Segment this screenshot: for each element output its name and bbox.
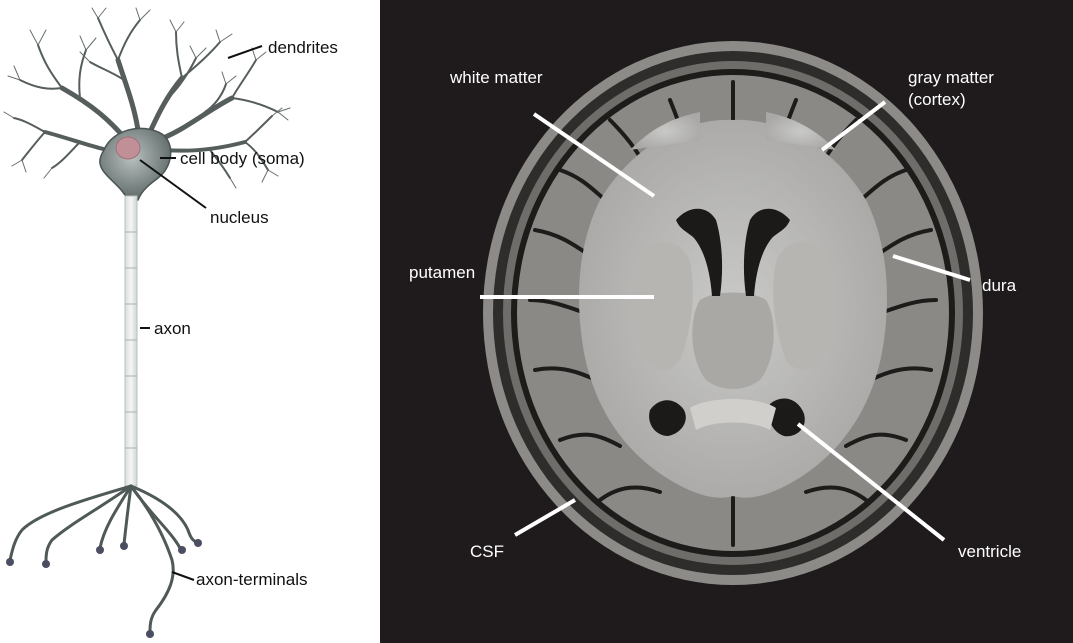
nucleus-shape <box>116 137 140 159</box>
label-dura: dura <box>982 276 1016 296</box>
terminal-buttons <box>6 539 202 638</box>
neuron-illustration <box>4 8 290 638</box>
axon-shape <box>125 196 137 486</box>
label-axon-terminals: axon-terminals <box>196 570 308 590</box>
label-nucleus: nucleus <box>210 208 269 228</box>
label-csf: CSF <box>470 542 504 562</box>
label-ventricle: ventricle <box>958 542 1021 562</box>
label-putamen: putamen <box>409 263 475 283</box>
label-dendrites: dendrites <box>268 38 338 58</box>
axon-terminals-shape <box>10 486 196 632</box>
label-white-matter: white matter <box>450 68 543 88</box>
label-axon: axon <box>154 319 191 339</box>
label-gray-matter-cortex: (cortex) <box>908 90 966 110</box>
label-cell-body: cell body (soma) <box>180 149 305 169</box>
label-gray-matter: gray matter <box>908 68 994 88</box>
thalamus <box>692 293 773 390</box>
